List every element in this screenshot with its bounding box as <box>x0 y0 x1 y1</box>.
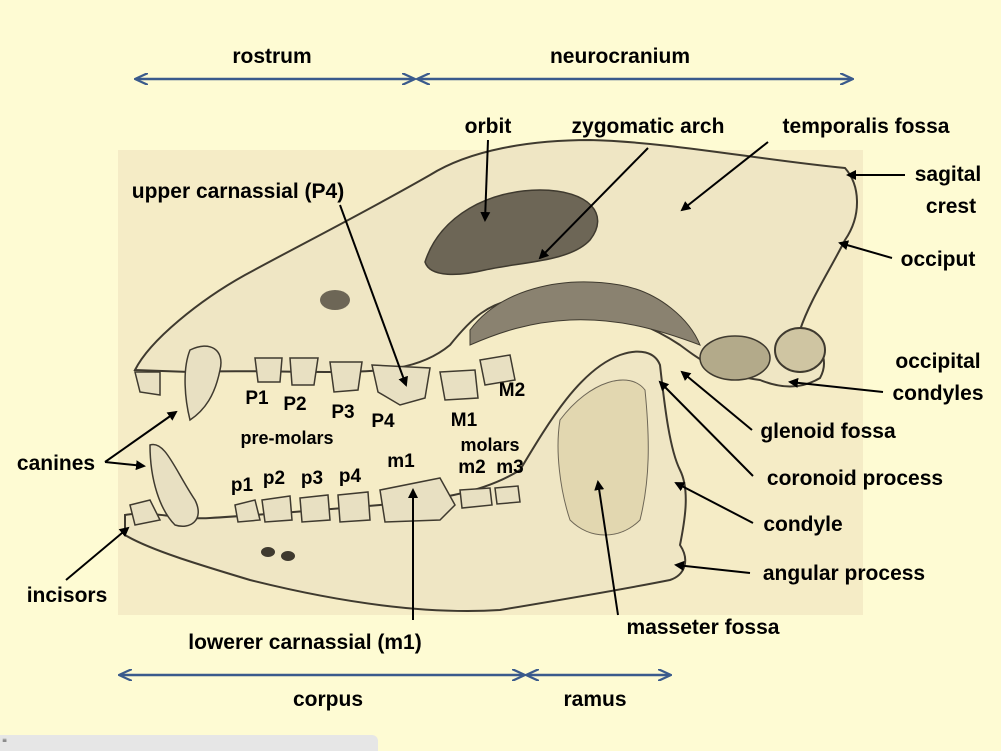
angular-process-label: angular process <box>763 562 925 585</box>
tooth-m3: m3 <box>496 457 523 478</box>
skull-illustration <box>124 138 858 612</box>
infraorbital-foramen <box>320 290 350 310</box>
mental-foramen-1 <box>261 547 275 557</box>
zygomatic-pointer <box>538 147 649 260</box>
tooth-M1: M1 <box>451 410 478 431</box>
zygomatic-shadow <box>469 281 701 346</box>
masseter-pointer <box>594 480 619 616</box>
tooth-p4: p4 <box>339 466 362 487</box>
footer-mark: ≡ <box>2 737 8 744</box>
corpus-label: corpus <box>293 688 363 711</box>
condyle-knob <box>774 327 826 373</box>
incisors-pointer <box>65 526 130 581</box>
molars-label: molars <box>460 435 519 455</box>
coronoid-process-label: coronoid process <box>767 467 943 490</box>
orbit-cavity <box>424 189 599 276</box>
coronoid-pointer <box>658 380 754 477</box>
condyles-pointer <box>788 377 884 393</box>
condyle-pointer <box>674 482 754 524</box>
footer-bar: ≡ <box>0 735 378 751</box>
occipital-label: occipital <box>895 350 980 373</box>
canines-upper-pointer <box>104 410 178 463</box>
pointer-arrows <box>65 139 905 620</box>
angular-pointer <box>674 560 751 574</box>
rostrum-label: rostrum <box>232 45 311 68</box>
canines-label: canines <box>17 452 95 475</box>
condyle-label: condyle <box>763 513 842 536</box>
masseter-shading <box>557 379 649 536</box>
crest-label: crest <box>926 195 976 218</box>
zygomatic-arch-label: zygomatic arch <box>572 115 725 138</box>
tooth-P2: P2 <box>283 394 306 415</box>
tooth-P3: P3 <box>331 402 354 423</box>
upper-carnassial-label: upper carnassial (P4) <box>132 180 344 203</box>
tooth-p2: p2 <box>263 468 285 489</box>
lower-carnassial-label: lowerer carnassial (m1) <box>188 631 421 654</box>
condyles-label: condyles <box>892 382 983 405</box>
temporalis-pointer <box>680 141 769 212</box>
region-arrows <box>120 79 852 675</box>
neurocranium-label: neurocranium <box>550 45 690 68</box>
orbit-label: orbit <box>465 115 512 138</box>
temporalis-fossa-label: temporalis fossa <box>783 115 950 138</box>
ramus-label: ramus <box>563 688 626 711</box>
tooth-P4: P4 <box>371 411 395 432</box>
tooth-P1: P1 <box>245 388 269 409</box>
masseter-fossa-label: masseter fossa <box>627 616 780 639</box>
mental-foramen-2 <box>281 551 295 561</box>
occiput-label: occiput <box>901 248 976 271</box>
upper-carnassial-pointer <box>339 204 408 387</box>
tooth-M2: M2 <box>499 380 525 401</box>
bulla <box>699 335 771 381</box>
glenoid-pointer <box>680 370 753 431</box>
tooth-m1: m1 <box>387 451 415 472</box>
tooth-m2: m2 <box>458 457 485 478</box>
orbit-pointer <box>480 139 491 222</box>
sagital-label: sagital <box>915 163 982 186</box>
upper-teeth <box>134 345 516 422</box>
occiput-pointer <box>838 240 893 259</box>
incisors-label: incisors <box>27 584 108 607</box>
pre-molars-label: pre-molars <box>240 428 333 448</box>
canines-lower-pointer <box>104 460 146 471</box>
tooth-p1: p1 <box>231 475 254 496</box>
glenoid-fossa-label: glenoid fossa <box>760 420 896 443</box>
lower-teeth <box>129 443 521 527</box>
tooth-p3: p3 <box>301 468 323 489</box>
